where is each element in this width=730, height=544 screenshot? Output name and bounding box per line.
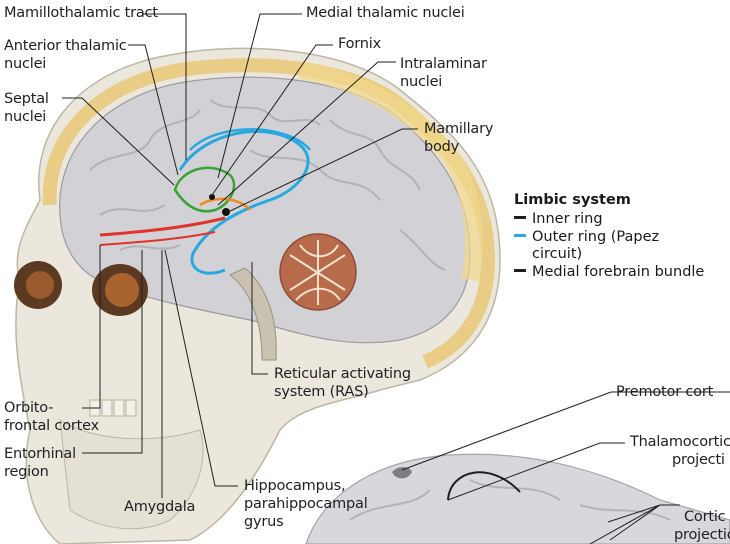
label-reticular-line1: Reticular activating <box>274 366 411 383</box>
label-entorhinal-line2: region <box>4 464 49 481</box>
label-reticular-line2: system (RAS) <box>274 384 369 401</box>
label-amygdala: Amygdala <box>124 499 195 516</box>
legend-inner-ring-label: Inner ring <box>532 211 603 227</box>
label-fornix: Fornix <box>338 36 381 53</box>
legend-title: Limbic system <box>514 192 631 208</box>
label-orbitofrontal-line2: frontal cortex <box>4 418 99 435</box>
inner-ring-swatch <box>514 216 526 219</box>
label-septal-nuclei-line2: nuclei <box>4 109 46 126</box>
label-anterior-thalamic-nuclei-line1: Anterior thalamic <box>4 38 127 55</box>
legend-outer-ring-label: Outer ring (Papez <box>532 229 659 245</box>
medial-forebrain-swatch <box>514 269 526 272</box>
eye-right <box>105 273 139 307</box>
label-intralaminar-nuclei-line1: Intralaminar <box>400 56 487 73</box>
legend-outer-ring-line2: circuit) <box>532 246 582 262</box>
label-orbitofrontal-line1: Orbito- <box>4 400 53 417</box>
label-anterior-thalamic-nuclei-line2: nuclei <box>4 56 46 73</box>
label-entorhinal-line1: Entorhinal <box>4 446 76 463</box>
label-intralaminar-nuclei-line2: nuclei <box>400 74 442 91</box>
legend-outer-ring: Outer ring (Papez <box>514 229 659 245</box>
label-hippocampus-line2: parahippocampal <box>244 496 368 513</box>
label-cortical-line2: projectio <box>674 527 730 544</box>
legend-inner-ring: Inner ring <box>514 211 603 227</box>
eye-left <box>26 271 54 299</box>
label-septal-nuclei-line1: Septal <box>4 91 49 108</box>
outer-ring-swatch <box>514 234 526 237</box>
label-hippocampus-line1: Hippocampus, <box>244 478 345 495</box>
label-thalamocortical-line1: Thalamocortic <box>630 434 730 451</box>
label-hippocampus-line3: gyrus <box>244 514 284 531</box>
lateral-brain <box>306 454 730 544</box>
label-premotor-cortex: Premotor cort <box>616 384 730 401</box>
label-mamillary-body-line1: Mamillary <box>424 121 493 138</box>
label-cortical-line1: Cortic <box>684 509 730 526</box>
label-mamillothalamic-tract: Mamillothalamic tract <box>4 5 158 22</box>
label-mamillary-body-line2: body <box>424 139 459 156</box>
label-thalamocortical-line2: projecti <box>672 452 730 469</box>
label-medial-thalamic-nuclei: Medial thalamic nuclei <box>306 5 465 22</box>
legend-medial-forebrain-label: Medial forebrain bundle <box>532 264 704 280</box>
legend-medial-forebrain-bundle: Medial forebrain bundle <box>514 264 704 280</box>
